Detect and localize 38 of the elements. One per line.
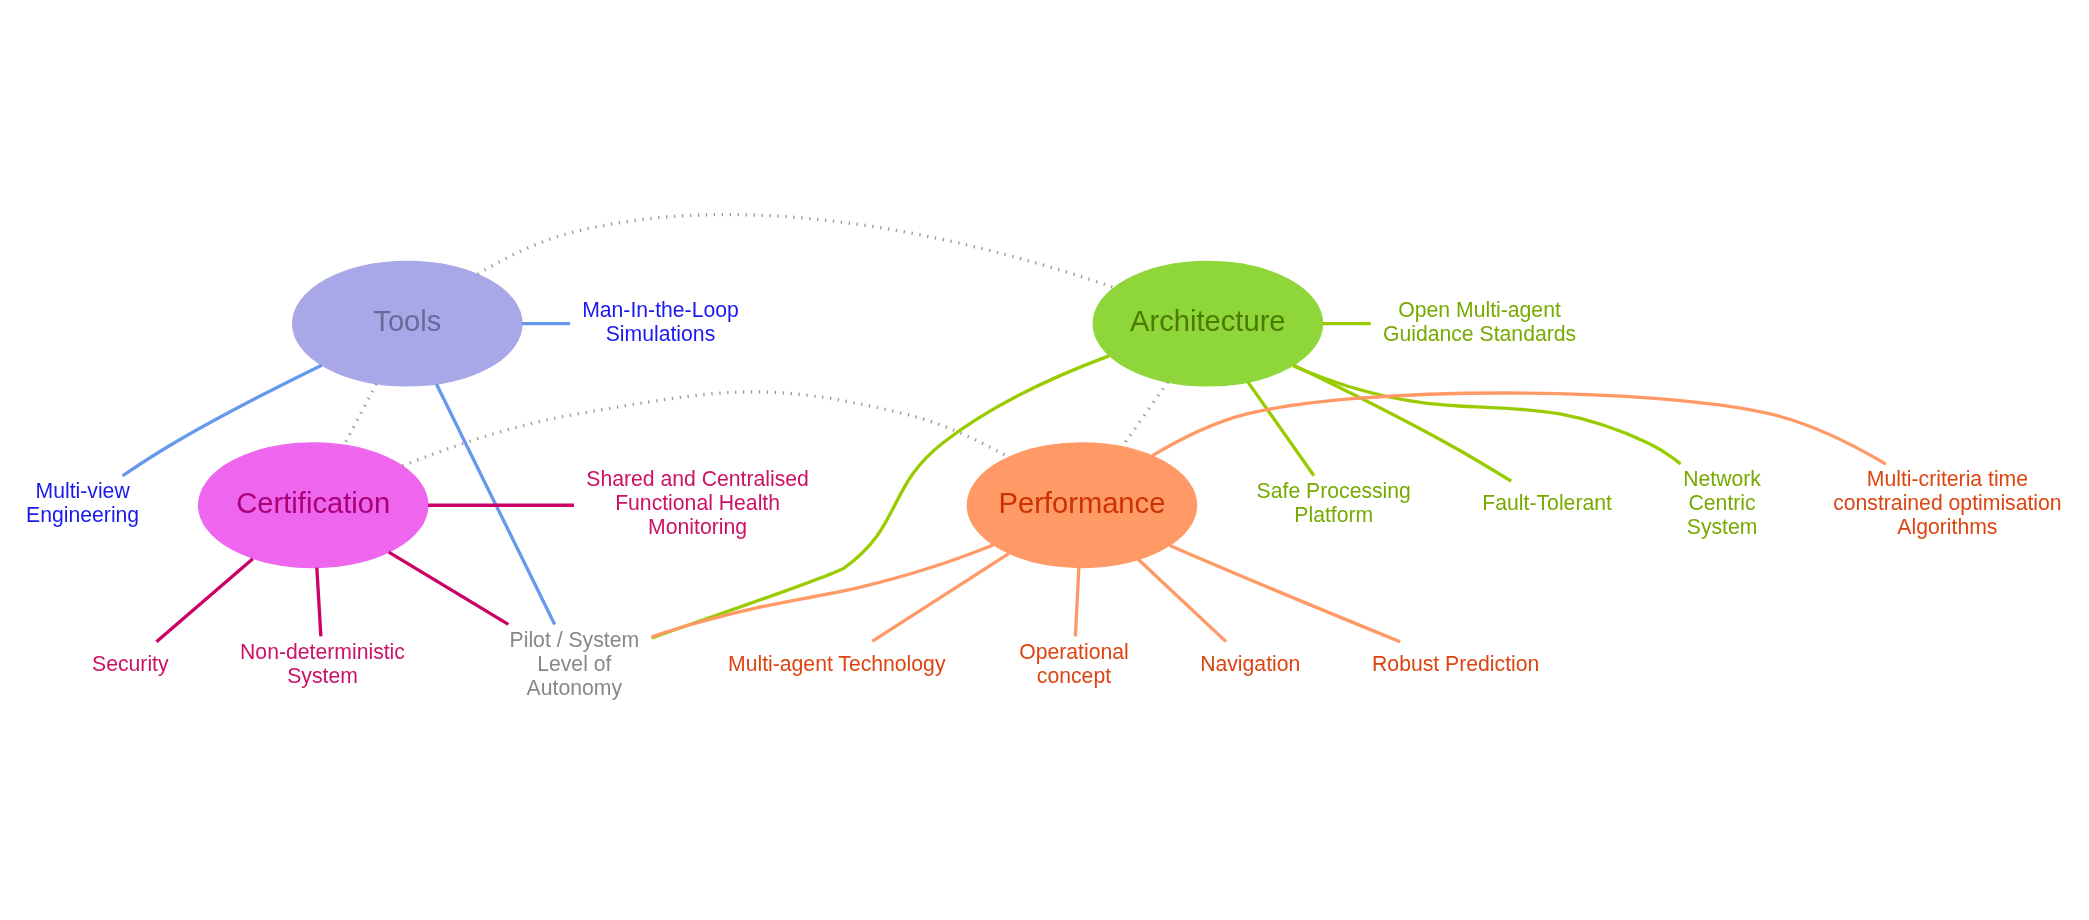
node-text: Shared and Centralised Functional Health Monitoring — [586, 466, 809, 538]
node-text: Security — [92, 651, 169, 675]
connector — [155, 556, 254, 643]
node-text: Open Multi-agent Guidance Standards — [1382, 297, 1577, 345]
connector — [1246, 380, 1316, 477]
node-ellipse: Architecture — [1092, 260, 1324, 387]
connector — [434, 382, 557, 625]
connector — [651, 542, 994, 638]
node-ellipse: Tools — [292, 260, 523, 387]
connector — [650, 353, 1110, 639]
connector — [428, 503, 574, 507]
connector — [315, 566, 323, 636]
connector — [1293, 363, 1513, 483]
connector — [1169, 543, 1401, 643]
node-text: Safe Processing Platform — [1256, 478, 1411, 526]
node-text: Operational concept — [1019, 639, 1129, 687]
connector — [1151, 390, 1887, 465]
connector — [1323, 321, 1371, 325]
connector — [1073, 566, 1081, 636]
node-text: Multi-agent Technology — [727, 651, 946, 675]
node-text: Multi-criteria time constrained optimisation Algorithms — [1833, 466, 2062, 538]
connector — [1292, 363, 1682, 465]
connector — [121, 363, 323, 477]
node-text: Network Centric System — [1683, 466, 1761, 538]
node-text: Robust Prediction — [1372, 651, 1540, 675]
node-text: Navigation — [1200, 651, 1301, 675]
node-text: Man-In-the-Loop Simulations — [582, 297, 739, 345]
connector — [522, 321, 571, 325]
node-ellipse: Performance — [966, 441, 1198, 568]
node-ellipse: Certification — [197, 441, 429, 568]
connector — [871, 551, 1010, 643]
connector — [387, 550, 510, 626]
connector — [1137, 557, 1228, 643]
node-text: Fault-Tolerant — [1482, 490, 1612, 514]
node-text: Non-deterministic System — [240, 639, 405, 687]
node-text: Multi-view Engineering — [26, 478, 140, 526]
connector — [476, 212, 1115, 289]
node-text: Pilot / System Level of Autonomy — [509, 627, 640, 699]
